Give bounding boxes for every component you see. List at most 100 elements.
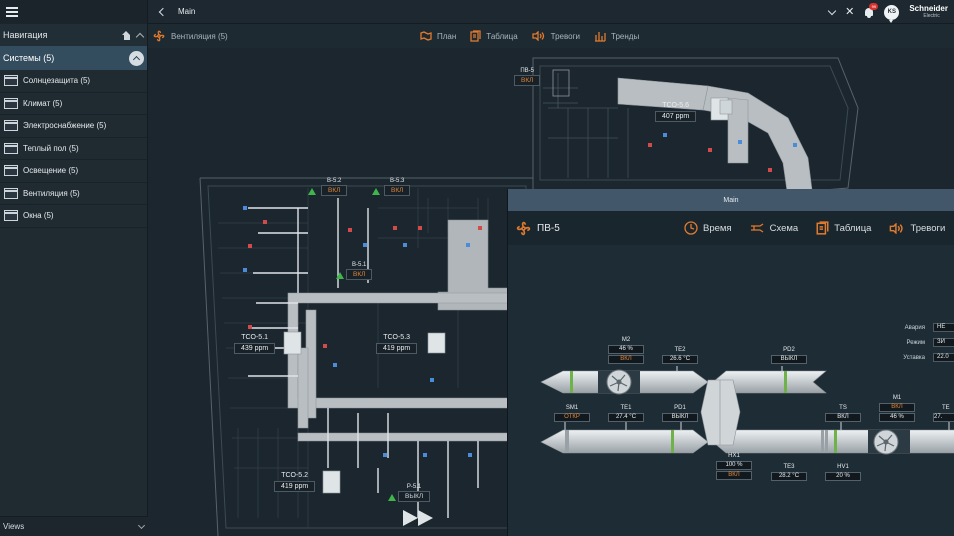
point-pd1[interactable]: PD1 ВЫКЛ: [658, 405, 702, 422]
unit-state: ВКЛ: [514, 75, 541, 86]
table-icon: [816, 221, 829, 235]
sidebar-item-ventilation[interactable]: Вентиляция (5): [0, 182, 147, 205]
fan-icon: [516, 221, 531, 235]
point-state: ВКЛ: [608, 355, 644, 364]
notification-badge: 99: [869, 2, 879, 10]
folder-icon: [4, 120, 18, 132]
view-tabs: План Таблица Тревоги Тренды: [420, 24, 639, 48]
point-label: TE: [942, 405, 950, 411]
point-label: M2: [621, 337, 631, 343]
views-section[interactable]: Views: [0, 516, 148, 536]
sidebar-item-climate[interactable]: Климат (5): [0, 92, 147, 115]
sidebar-top: [0, 0, 147, 24]
point-value: ВЫКЛ: [771, 355, 807, 364]
sidebar-item-windows[interactable]: Окна (5): [0, 205, 147, 228]
tab-label: Время: [703, 222, 732, 234]
menu-icon[interactable]: [6, 7, 18, 17]
chevron-down-icon[interactable]: [137, 521, 146, 529]
fan-on-icon: [336, 272, 344, 279]
avatar[interactable]: KS: [884, 4, 900, 23]
page-title: Main: [178, 7, 196, 16]
unit-state: ВКЛ: [384, 185, 411, 196]
section-title-text: Вентиляция (5): [171, 31, 228, 41]
status-value: ЗИ: [933, 338, 954, 347]
bell-icon[interactable]: 99: [864, 2, 879, 18]
point-sm1[interactable]: SM1 ОТКР: [550, 405, 594, 422]
point-label: HV1: [837, 464, 849, 470]
alarm-icon: [890, 222, 904, 234]
systems-label: Системы (5): [3, 53, 55, 63]
tab-trends[interactable]: Тренды: [594, 30, 639, 42]
folder-icon: [4, 165, 18, 177]
point-te-right[interactable]: TE 27.: [928, 405, 954, 422]
point-label: PD2: [783, 347, 795, 353]
back-icon[interactable]: [158, 7, 168, 16]
unit-state: ВКЛ: [346, 269, 373, 280]
fan-on-icon: [308, 188, 316, 195]
ahu-diagram: [540, 366, 954, 455]
sidebar-item-sunshade[interactable]: Солнцезащита (5): [0, 70, 147, 93]
status-label: Уставка: [903, 354, 925, 361]
unit-name: Р-5.1: [406, 484, 422, 490]
unit-state: ВЫКЛ: [398, 491, 431, 502]
sensor-name: TCO-5.3: [383, 334, 411, 341]
popup-window-title: Main: [723, 196, 739, 204]
sensor-name: TCO-5.2: [281, 472, 309, 479]
tab-table[interactable]: Таблица: [816, 221, 871, 235]
sidebar-item-power[interactable]: Электроснабжение (5): [0, 115, 147, 138]
sidebar-item-label: Теплый пол (5): [23, 143, 79, 153]
tab-time[interactable]: Время: [684, 221, 732, 235]
sensor-tag-tco-5-3[interactable]: TCO-5.3 419 ppm: [376, 334, 418, 354]
tab-alarms[interactable]: Тревоги: [889, 222, 945, 234]
point-label: SM1: [565, 405, 579, 411]
point-ts[interactable]: TS ВКЛ: [821, 405, 865, 422]
clock-icon: [684, 221, 698, 235]
sidebar-item-label: Электроснабжение (5): [23, 121, 107, 131]
tab-plan[interactable]: План: [420, 31, 456, 41]
collapse-navigation-icon[interactable]: [135, 32, 145, 41]
sensor-value: 419 ppm: [376, 343, 418, 354]
status-value: 22.0: [933, 353, 954, 362]
point-te1[interactable]: TE1 27.4 °C: [604, 405, 648, 422]
sensor-value: 407 ppm: [655, 111, 697, 122]
point-hv1[interactable]: HV1 20 %: [821, 464, 865, 481]
point-te3[interactable]: TE3 28.2 °C: [767, 464, 811, 481]
ahu-popup[interactable]: Main ПВ-5 Время Схема Таблица: [507, 189, 954, 536]
point-m1[interactable]: M1 ВКЛ 46 %: [875, 395, 919, 422]
sensor-value: 439 ppm: [234, 343, 276, 354]
popup-header[interactable]: Main: [508, 189, 954, 211]
point-label: TE1: [620, 405, 632, 411]
point-m2[interactable]: M2 46 % ВКЛ: [604, 337, 648, 364]
sidebar-item-lighting[interactable]: Освещение (5): [0, 160, 147, 183]
point-value: 26.6 °C: [662, 355, 698, 364]
systems-header[interactable]: Системы (5): [0, 46, 147, 70]
alarm-icon: [532, 31, 544, 41]
point-pd2[interactable]: PD2 ВЫКЛ: [767, 347, 811, 364]
point-hx1[interactable]: HX1 100 % ВКЛ: [712, 453, 756, 480]
sidebar-item-label: Освещение (5): [23, 166, 79, 176]
tab-schema[interactable]: Схема: [750, 223, 798, 234]
tab-label: Таблица: [834, 222, 872, 234]
point-value: ОТКР: [554, 413, 590, 422]
point-te2[interactable]: TE2 26.6 °C: [658, 347, 702, 364]
sidebar-item-floor-heating[interactable]: Теплый пол (5): [0, 137, 147, 160]
tab-table[interactable]: Таблица: [470, 30, 518, 42]
chevron-down-icon[interactable]: [827, 6, 837, 15]
close-icon[interactable]: ✕: [845, 5, 855, 18]
home-icon[interactable]: [122, 30, 131, 40]
collapse-systems-icon[interactable]: [129, 50, 144, 66]
tab-alarms[interactable]: Тревоги: [532, 31, 580, 41]
